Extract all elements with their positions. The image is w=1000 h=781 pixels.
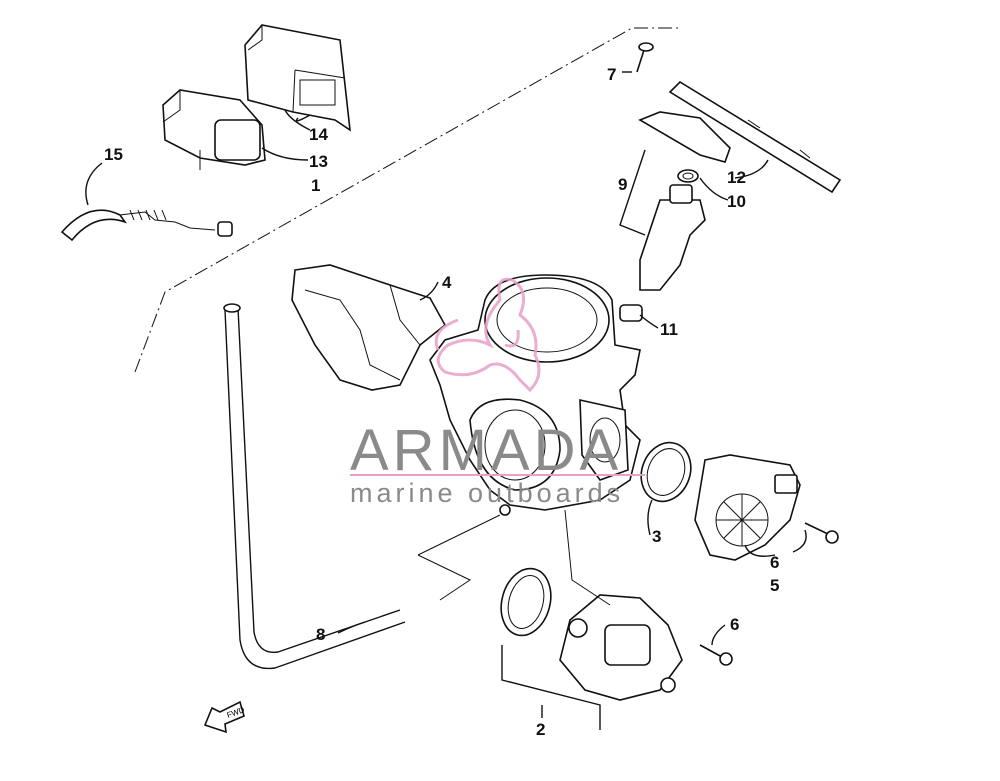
callouts: 14 13 1 15 4 7 12 10 9 11 3 6 5 6 8 2 xyxy=(104,65,779,739)
callout-14: 14 xyxy=(309,125,328,144)
callout-12: 12 xyxy=(727,168,746,187)
watermark-logo xyxy=(434,277,541,393)
callout-6-upper: 6 xyxy=(770,553,779,572)
callout-3: 3 xyxy=(652,527,661,546)
part-13-plug xyxy=(162,89,266,170)
watermark-tagline: marine outboards xyxy=(350,478,624,508)
part-11-cap xyxy=(619,304,643,322)
watermark-brand: ARMADA xyxy=(350,418,622,483)
throttle-body xyxy=(429,274,641,516)
callout-5: 5 xyxy=(770,576,779,595)
callout-11: 11 xyxy=(660,320,678,339)
part-5-sensor xyxy=(694,454,801,561)
callout-7: 7 xyxy=(607,65,616,84)
part-8-hose xyxy=(223,303,406,670)
part-6-screw-lower xyxy=(699,644,733,666)
watermark-text: ARMADA marine outboards xyxy=(350,418,645,508)
part-4-cover xyxy=(291,264,447,391)
fwd-arrow: FWD xyxy=(203,700,246,734)
part-12-fuel-rail xyxy=(638,80,842,194)
callout-1: 1 xyxy=(311,176,320,195)
part-3-o-ring xyxy=(640,441,692,503)
callout-9: 9 xyxy=(618,175,627,194)
part-15-harness xyxy=(60,209,233,242)
callout-10: 10 xyxy=(727,192,746,211)
callout-6-lower: 6 xyxy=(730,615,739,634)
part-2-valve xyxy=(500,567,683,701)
callout-13: 13 xyxy=(309,152,328,171)
callout-15: 15 xyxy=(104,145,123,164)
part-7-bolt xyxy=(636,42,654,73)
assembly-1-boundary xyxy=(134,27,680,373)
part-10-seal xyxy=(677,169,699,183)
callout-2: 2 xyxy=(536,720,545,739)
part-6-screw-upper xyxy=(804,522,839,544)
callout-4: 4 xyxy=(442,273,452,292)
part-9-injector xyxy=(639,184,706,291)
part-14-connector-housing xyxy=(244,24,351,132)
leader-lines xyxy=(85,71,807,730)
logo-mark xyxy=(436,277,541,393)
callout-8: 8 xyxy=(316,625,325,644)
